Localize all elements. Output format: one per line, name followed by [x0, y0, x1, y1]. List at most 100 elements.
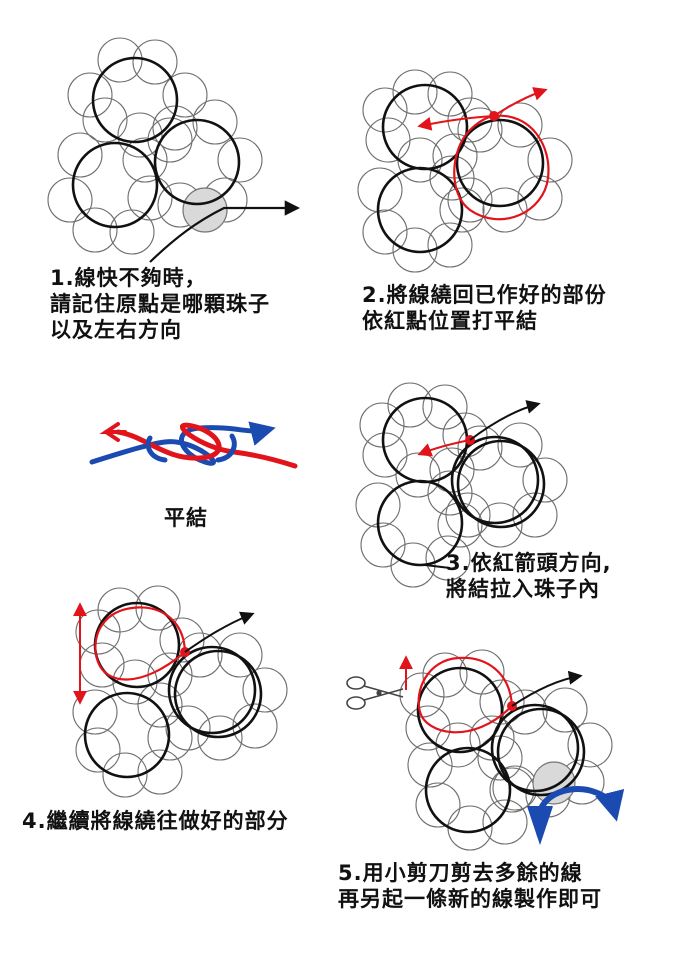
bead — [79, 642, 125, 688]
bead — [67, 72, 113, 118]
knot-label: 平結 — [164, 506, 208, 530]
thread-path-5 — [416, 666, 586, 834]
bead — [122, 137, 168, 183]
bead — [425, 535, 471, 581]
bead-cluster-4 — [72, 585, 288, 798]
reef-knot-icon — [89, 421, 298, 469]
knot-point-icon — [489, 111, 499, 121]
step2-line-1: 2.將線繞回已作好的部份 — [362, 283, 607, 307]
step2-diagram — [357, 69, 573, 273]
bead — [117, 112, 163, 158]
bead — [447, 177, 493, 223]
bead — [75, 609, 121, 655]
red-thread-4 — [94, 606, 187, 681]
step3-caption: 3.依紅箭頭方向, 將結拉入珠子內 — [446, 550, 612, 602]
bead — [415, 782, 461, 828]
step5-caption: 5.用小剪刀剪去多餘的線 再另起一條新的線製作即可 — [338, 860, 602, 912]
bead-cluster-1 — [47, 37, 263, 255]
bead — [102, 752, 148, 798]
arrow-icon — [469, 400, 541, 441]
bead — [57, 132, 103, 178]
bead — [390, 542, 436, 588]
bead — [429, 447, 475, 493]
step5-line-1: 5.用小剪刀剪去多餘的線 — [338, 861, 583, 885]
red-thread-2 — [453, 114, 550, 221]
step5-line-2: 再另起一條新的線製作即可 — [338, 887, 602, 911]
thread-path-2 — [376, 83, 545, 254]
step1-diagram — [47, 37, 301, 263]
arrow-icon — [511, 670, 583, 707]
bead — [132, 39, 178, 85]
step3-line-2: 將結拉入珠子內 — [446, 577, 600, 601]
bead — [362, 432, 408, 478]
bead — [357, 167, 403, 213]
step1-line-2: 請記住原點是哪顆珠子 — [50, 292, 270, 316]
bead — [442, 412, 488, 458]
bead — [439, 187, 485, 233]
bead — [197, 715, 243, 761]
bead — [522, 457, 568, 503]
bead — [422, 384, 468, 430]
bead-cluster-2 — [357, 69, 573, 273]
bead — [217, 632, 263, 678]
bead — [137, 682, 183, 728]
bead — [497, 422, 543, 468]
bead — [567, 722, 613, 768]
bead — [469, 715, 515, 761]
bead — [407, 742, 453, 788]
bead — [232, 703, 278, 749]
bead — [497, 102, 543, 148]
bead — [477, 502, 523, 548]
bead — [127, 175, 173, 221]
knot-caption: 平結 — [164, 505, 208, 531]
bead — [152, 105, 198, 151]
step3-diagram — [355, 382, 568, 588]
arrow-icon — [493, 87, 548, 117]
bead — [527, 137, 573, 183]
arrow-icon — [149, 200, 301, 263]
bead — [365, 117, 411, 163]
bead — [362, 209, 408, 255]
bead — [47, 177, 93, 223]
bead — [427, 222, 473, 268]
bead — [97, 37, 143, 83]
step2-line-2: 依紅點位置打平結 — [362, 309, 538, 333]
bead — [479, 679, 525, 725]
arrow-icon — [417, 115, 495, 131]
arrow-icon — [184, 611, 255, 653]
step1-line-3: 以及左右方向 — [50, 318, 182, 342]
bead — [405, 705, 451, 751]
bead — [427, 71, 473, 117]
bead — [192, 99, 238, 145]
bead — [397, 137, 443, 183]
step4-line-1: 4.繼續將線繞往做好的部分 — [22, 809, 289, 833]
step4-caption: 4.繼續將線繞往做好的部分 — [22, 808, 289, 834]
red-thread-5 — [417, 656, 514, 734]
bead — [482, 799, 528, 845]
scissors-icon — [346, 676, 404, 710]
bead — [72, 689, 118, 735]
bead-cluster-5 — [399, 649, 613, 851]
step2-caption: 2.將線繞回已作好的部份 依紅點位置打平結 — [362, 282, 607, 334]
step1-line-1: 1.線快不夠時， — [50, 266, 207, 290]
bead — [217, 137, 263, 183]
bead — [392, 227, 438, 273]
bead — [82, 97, 128, 143]
arrow-icon — [527, 805, 553, 846]
bead — [242, 667, 288, 713]
bead — [392, 69, 438, 115]
bead — [137, 749, 183, 795]
bead — [457, 107, 503, 153]
bead — [72, 207, 118, 253]
bead — [387, 382, 433, 428]
thread-path-1 — [71, 56, 241, 229]
bead — [457, 425, 503, 471]
bead — [422, 652, 468, 698]
bead — [362, 87, 408, 133]
leader-line — [424, 564, 451, 569]
bead — [165, 705, 211, 751]
step3-line-1: 3.依紅箭頭方向, — [446, 551, 612, 575]
bead — [359, 402, 405, 448]
